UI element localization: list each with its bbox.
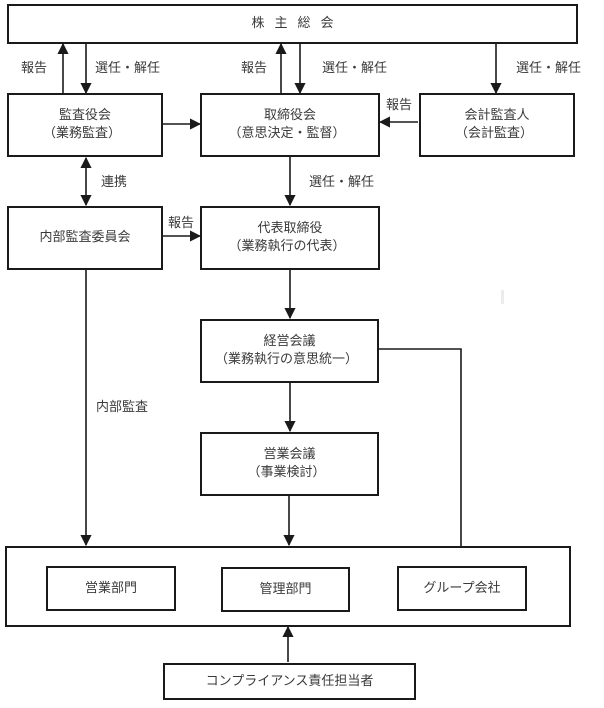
node-management-title: 経営会議 bbox=[263, 334, 316, 349]
node-accounting-auditor-subtitle: （会計監査） bbox=[454, 126, 533, 141]
node-accounting-auditor: 会計監査人 （会計監査） bbox=[419, 93, 575, 157]
node-admin-division-label: 管理部門 bbox=[259, 581, 312, 597]
node-board-subtitle: （意思決定・監督） bbox=[228, 126, 346, 141]
node-management-meeting: 経営会議 （業務執行の意思統一） bbox=[200, 319, 379, 383]
label-cooperation: 連携 bbox=[101, 175, 128, 190]
node-shareholders-meeting: 株主総会 bbox=[7, 4, 578, 44]
node-admin-division: 管理部門 bbox=[221, 567, 350, 612]
node-board-title: 取締役会 bbox=[263, 108, 316, 123]
node-audit-board: 監査役会 （業務監査） bbox=[7, 93, 163, 157]
node-audit-board-title: 監査役会 bbox=[58, 108, 111, 123]
node-compliance-officer: コンプライアンス責任担当者 bbox=[163, 663, 416, 700]
node-board-of-directors: 取締役会 （意思決定・監督） bbox=[200, 93, 380, 157]
node-internal-audit-committee: 内部監査委員会 bbox=[7, 206, 163, 270]
label-board-appoint: 選任・解任 bbox=[322, 61, 388, 76]
label-internal-audit: 内部監査 bbox=[96, 400, 149, 415]
scan-artifact bbox=[501, 290, 504, 304]
node-sales-division-label: 営業部門 bbox=[84, 580, 137, 596]
arrow-mgmt-to-group bbox=[379, 348, 467, 567]
node-sales-meeting-subtitle: （事業検討） bbox=[247, 465, 326, 480]
node-representative-director: 代表取締役 （業務執行の代表） bbox=[200, 206, 380, 270]
label-auditor-appoint: 選任・解任 bbox=[516, 61, 582, 76]
label-auditor-report: 報告 bbox=[386, 98, 413, 113]
node-accounting-auditor-title: 会計監査人 bbox=[464, 108, 530, 123]
label-board-report: 報告 bbox=[241, 61, 268, 76]
node-sales-meeting-title: 営業会議 bbox=[263, 447, 316, 462]
label-internal-report: 報告 bbox=[168, 216, 195, 231]
node-audit-board-subtitle: （業務監査） bbox=[42, 126, 121, 141]
label-rep-appoint: 選任・解任 bbox=[309, 175, 375, 190]
node-management-subtitle: （業務執行の意思統一） bbox=[214, 352, 358, 367]
node-shareholders-label: 株主総会 bbox=[251, 16, 344, 31]
node-group-companies-label: グループ会社 bbox=[423, 580, 501, 596]
node-internal-audit-committee-title: 内部監査委員会 bbox=[39, 230, 131, 245]
node-representative-title: 代表取締役 bbox=[257, 221, 323, 236]
node-compliance-label: コンプライアンス責任担当者 bbox=[205, 673, 374, 689]
node-sales-division: 営業部門 bbox=[46, 566, 176, 611]
node-representative-subtitle: （業務執行の代表） bbox=[228, 239, 346, 254]
node-sales-meeting: 営業会議 （事業検討） bbox=[200, 432, 379, 496]
node-group-companies: グループ会社 bbox=[397, 566, 527, 611]
label-audit-report: 報告 bbox=[21, 61, 48, 76]
label-audit-appoint: 選任・解任 bbox=[95, 61, 161, 76]
